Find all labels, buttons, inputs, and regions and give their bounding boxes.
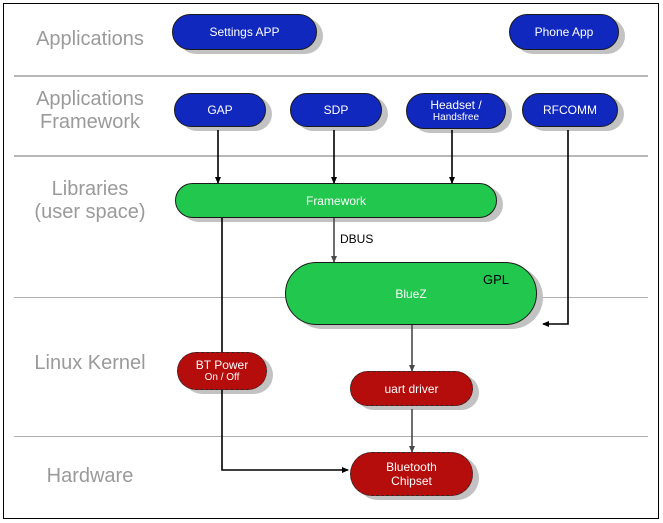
node-sdp-label: SDP [323,103,349,117]
node-bluetooth-chipset-label: Bluetooth [386,460,437,474]
layer-label-applications-framework: Applications Framework [36,88,144,133]
node-gap[interactable]: GAP [174,93,266,127]
node-headset-handsfree[interactable]: Headset / Handsfree [406,93,506,129]
node-bt-power[interactable]: BT Power On / Off [177,352,267,390]
separator-linux-kernel [14,436,648,437]
gpl-badge: GPL [483,272,510,287]
node-uart-driver[interactable]: uart driver [350,371,473,406]
node-bluetooth-chipset[interactable]: Bluetooth Chipset [350,452,473,496]
node-settings-app[interactable]: Settings APP [172,14,317,50]
node-phone-app-label: Phone App [534,25,594,39]
layer-label-libraries: Libraries (user space) [34,178,146,223]
node-gap-label: GAP [207,103,233,117]
node-rfcomm-label: RFCOMM [543,103,597,117]
node-rfcomm[interactable]: RFCOMM [522,93,618,127]
node-sdp[interactable]: SDP [290,93,382,127]
node-bluez-label: BlueZ [395,286,427,301]
node-headset-handsfree-label: Headset / [430,98,482,112]
diagram-border [3,3,659,519]
node-bt-power-label: BT Power [195,358,249,372]
separator-applications-framework [14,155,648,157]
node-bt-power-sublabel: On / Off [204,372,240,383]
node-framework-label: Framework [305,193,366,208]
layer-label-hardware: Hardware [46,465,134,487]
node-uart-driver-label: uart driver [384,381,439,396]
layer-label-applications: Applications [36,28,144,50]
edge-label-dbus: DBUS [340,232,374,246]
node-phone-app[interactable]: Phone App [509,14,619,50]
separator-applications [14,75,648,77]
node-framework[interactable]: Framework [175,183,497,218]
layer-label-linux-kernel: Linux Kernel [34,352,146,374]
node-settings-app-label: Settings APP [209,25,280,39]
node-headset-handsfree-sublabel: Handsfree [432,112,480,123]
node-bluetooth-chipset-sublabel: Chipset [391,474,432,488]
